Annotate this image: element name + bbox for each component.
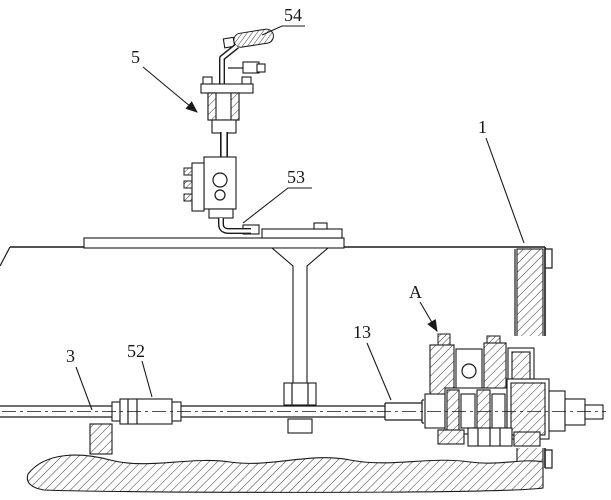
leader-A bbox=[419, 301, 438, 332]
part-label-A: A bbox=[409, 282, 422, 302]
shift-fork bbox=[270, 247, 330, 434]
operating-mechanism bbox=[183, 28, 274, 234]
gear-assembly bbox=[424, 333, 604, 448]
part-label-1: 1 bbox=[478, 117, 487, 137]
gearbox-housing bbox=[0, 246, 553, 469]
leader-lines bbox=[75, 25, 525, 411]
part-label-53: 53 bbox=[287, 167, 305, 187]
part-label-5: 5 bbox=[131, 47, 140, 67]
leader-54 bbox=[261, 25, 305, 36]
leader-52 bbox=[141, 360, 153, 398]
part-label-52: 52 bbox=[127, 341, 145, 361]
hand-grip bbox=[222, 28, 274, 49]
leader-53 bbox=[242, 187, 312, 224]
right-wall-upper bbox=[516, 248, 544, 341]
leader-5 bbox=[142, 66, 198, 113]
part-label-54: 54 bbox=[284, 5, 302, 25]
part-label-13: 13 bbox=[353, 322, 371, 342]
leader-3 bbox=[75, 366, 93, 411]
bottom-wall bbox=[26, 423, 544, 493]
leader-13 bbox=[366, 342, 392, 401]
shaft-support bbox=[89, 423, 113, 455]
part-label-3: 3 bbox=[66, 346, 75, 366]
top-mounting-plate bbox=[83, 222, 345, 249]
leader-1 bbox=[485, 137, 525, 244]
